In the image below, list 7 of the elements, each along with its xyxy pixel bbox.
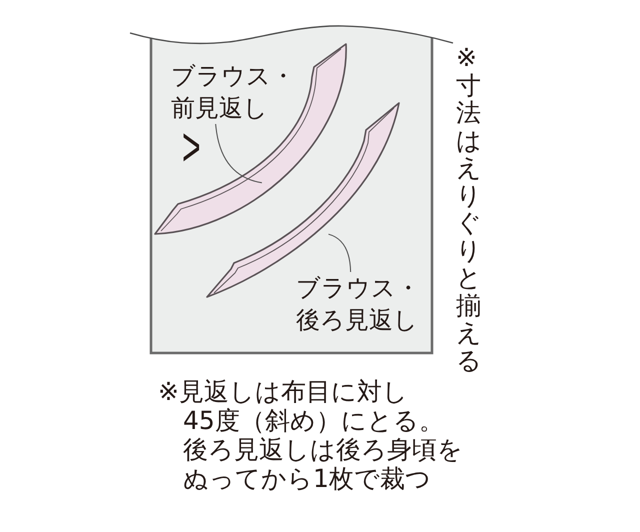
chevron-mark: > — [182, 133, 201, 164]
part-label: ブラウス・後ろ見返し — [296, 272, 426, 336]
cutting-note: ※見返しは布目に対し45度（斜め）にとる。後ろ見返しは後ろ身頃をぬってから1枚で裁つ — [158, 377, 463, 493]
part-label: ブラウス・前見返し — [171, 60, 295, 124]
vertical-note: ※寸法はえりぐりと揃える — [456, 44, 481, 374]
leader-line — [215, 124, 262, 184]
leader-line — [328, 234, 352, 272]
